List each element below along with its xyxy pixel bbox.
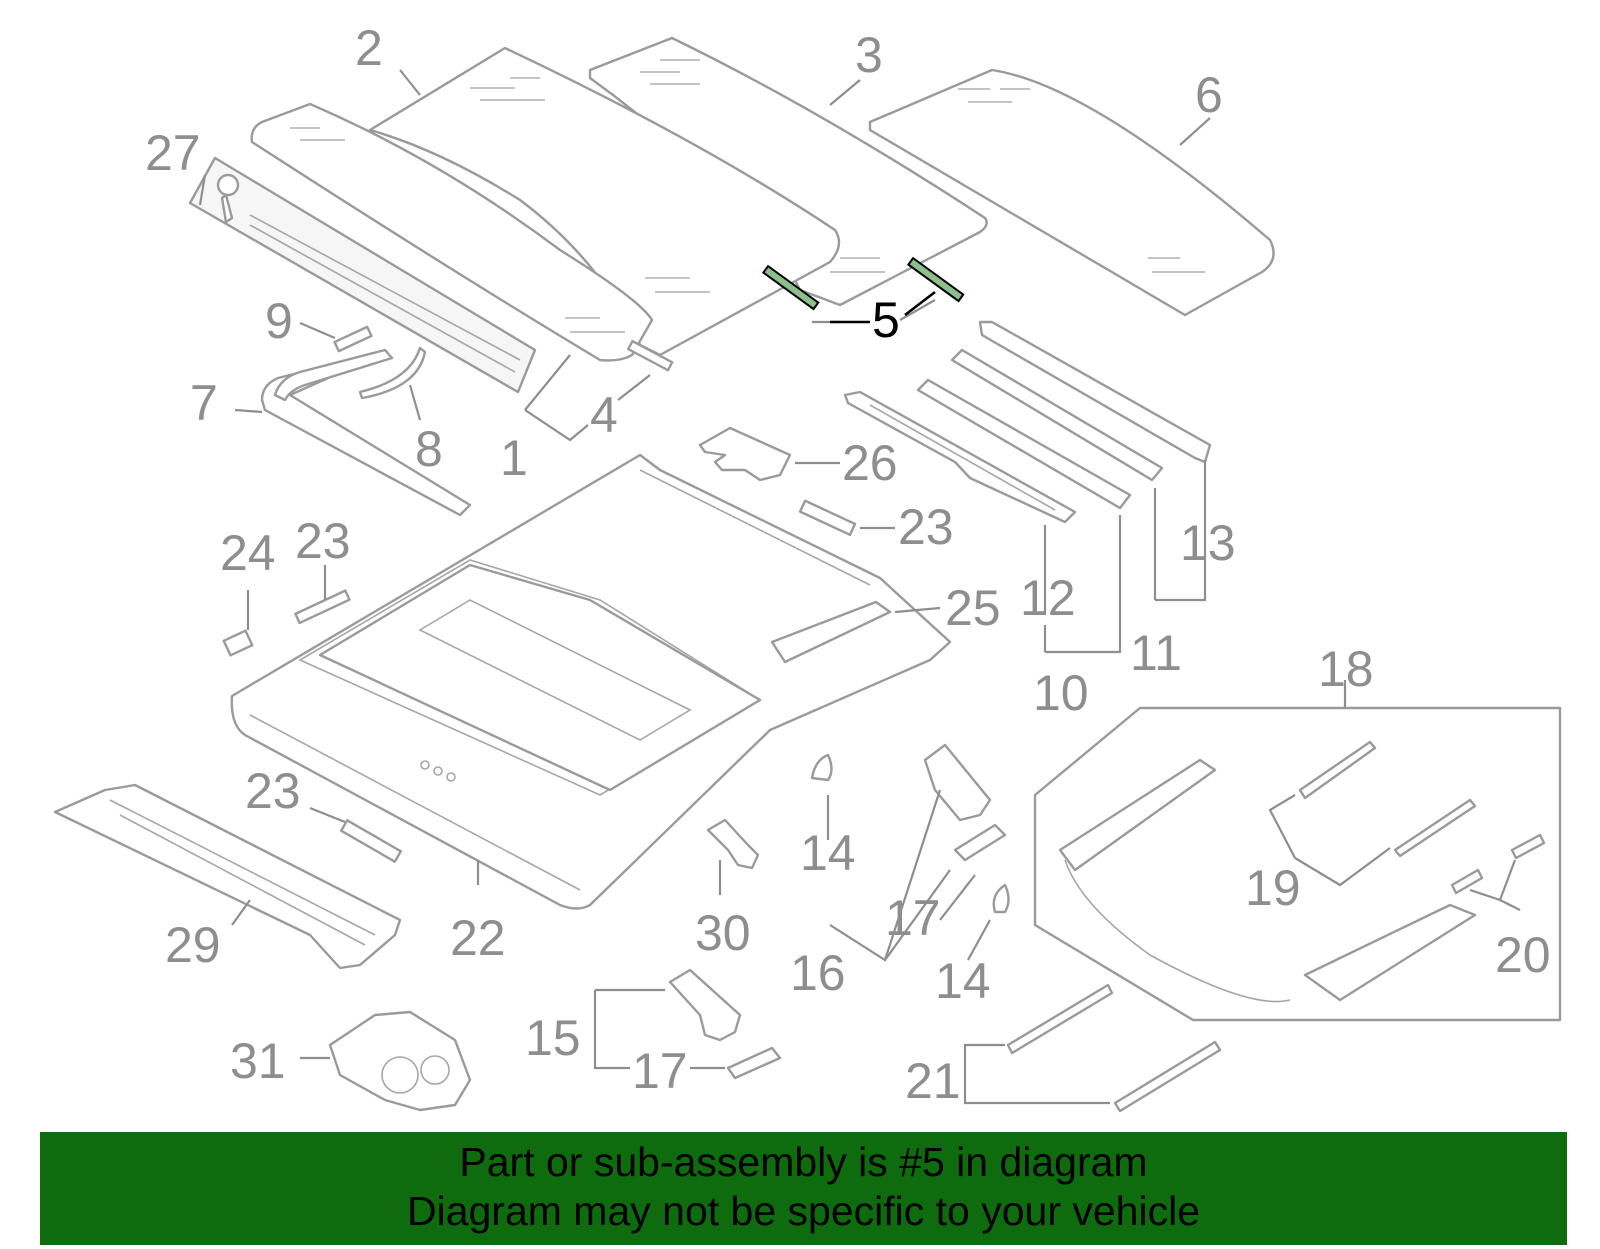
part-4-seal <box>627 339 674 372</box>
part-23-pad-a <box>798 499 857 537</box>
callout-23-upper: 23 <box>898 499 954 555</box>
part-6-rear-glass <box>868 68 1275 317</box>
part-15-guide <box>668 968 742 1042</box>
part-14-clip-b <box>992 883 1010 914</box>
part-24-pad <box>222 629 254 657</box>
callout-17-upper: 17 <box>885 890 941 946</box>
callout-labels: 2 3 6 27 9 7 8 1 4 5 26 23 13 12 25 11 1… <box>145 20 1551 1109</box>
callout-25: 25 <box>945 580 1001 636</box>
callout-27: 27 <box>145 125 201 181</box>
part-9-clip <box>333 325 373 353</box>
callout-2: 2 <box>355 20 383 76</box>
part-17-slider-a <box>953 823 1007 862</box>
callout-31: 31 <box>230 1033 286 1089</box>
part-2-front-glass <box>368 46 841 357</box>
callout-13: 13 <box>1180 515 1236 571</box>
part-11-roller-shade <box>950 348 1164 482</box>
callout-4: 4 <box>590 387 618 443</box>
callout-20: 20 <box>1495 927 1551 983</box>
callout-19: 19 <box>1245 860 1301 916</box>
callout-15: 15 <box>525 1010 581 1066</box>
part-10-roller-shade <box>916 378 1132 510</box>
callout-14-left: 14 <box>800 825 856 881</box>
part-25-trim <box>770 600 892 664</box>
callout-10: 10 <box>1033 665 1089 721</box>
callout-3: 3 <box>855 27 883 83</box>
callout-17-lower: 17 <box>632 1043 688 1099</box>
callout-16: 16 <box>790 945 846 1001</box>
callout-12: 12 <box>1020 570 1076 626</box>
part-27-wind-deflector <box>188 156 537 394</box>
callout-9: 9 <box>265 293 293 349</box>
part-31-motor <box>328 1010 472 1112</box>
part-17-slider-b <box>726 1046 782 1080</box>
part-23-pad-c <box>339 819 403 863</box>
callout-26: 26 <box>842 435 898 491</box>
highlight-leader-5 <box>830 290 936 324</box>
callout-23-lower: 23 <box>245 763 301 819</box>
callout-11: 11 <box>1130 625 1182 681</box>
notice-line-part: Part or sub-assembly is #5 in diagram <box>459 1139 1148 1185</box>
notice-line-disclaimer: Diagram may not be specific to your vehi… <box>406 1188 1200 1234</box>
part-23-pad-b <box>294 589 351 625</box>
part-22-roof-frame <box>230 453 952 910</box>
callout-29: 29 <box>165 917 221 973</box>
part-8-bracket <box>358 346 427 400</box>
callout-18: 18 <box>1318 641 1374 697</box>
part-1-glass-assembly <box>250 102 654 362</box>
part-14-clip-a <box>810 753 833 782</box>
part-5-seal-strips <box>761 256 965 311</box>
callout-5: 5 <box>872 292 900 348</box>
leader-lines <box>198 69 1521 1105</box>
callout-23-left: 23 <box>295 513 351 569</box>
part-29-cross-member <box>53 783 402 970</box>
callout-21: 21 <box>905 1053 961 1109</box>
part-16-guide <box>923 743 992 822</box>
part-18-frame-assembly <box>1033 706 1562 1022</box>
part-21-rail-a <box>1006 983 1114 1055</box>
callout-6: 6 <box>1195 67 1223 123</box>
part-21-rail-b <box>1113 1040 1222 1113</box>
callout-14-right: 14 <box>935 953 991 1009</box>
notice-banner: Part or sub-assembly is #5 in diagram Di… <box>40 1132 1567 1245</box>
part-26-bracket <box>698 426 792 482</box>
callout-1: 1 <box>500 430 528 486</box>
part-7-front-frame <box>260 348 472 517</box>
part-30-bracket <box>706 818 760 870</box>
callout-24: 24 <box>220 525 276 581</box>
part-12-guide-rail <box>843 390 1077 524</box>
callout-22: 22 <box>450 910 506 966</box>
callout-30: 30 <box>695 905 751 961</box>
callout-7: 7 <box>190 375 218 431</box>
callout-8: 8 <box>415 421 443 477</box>
